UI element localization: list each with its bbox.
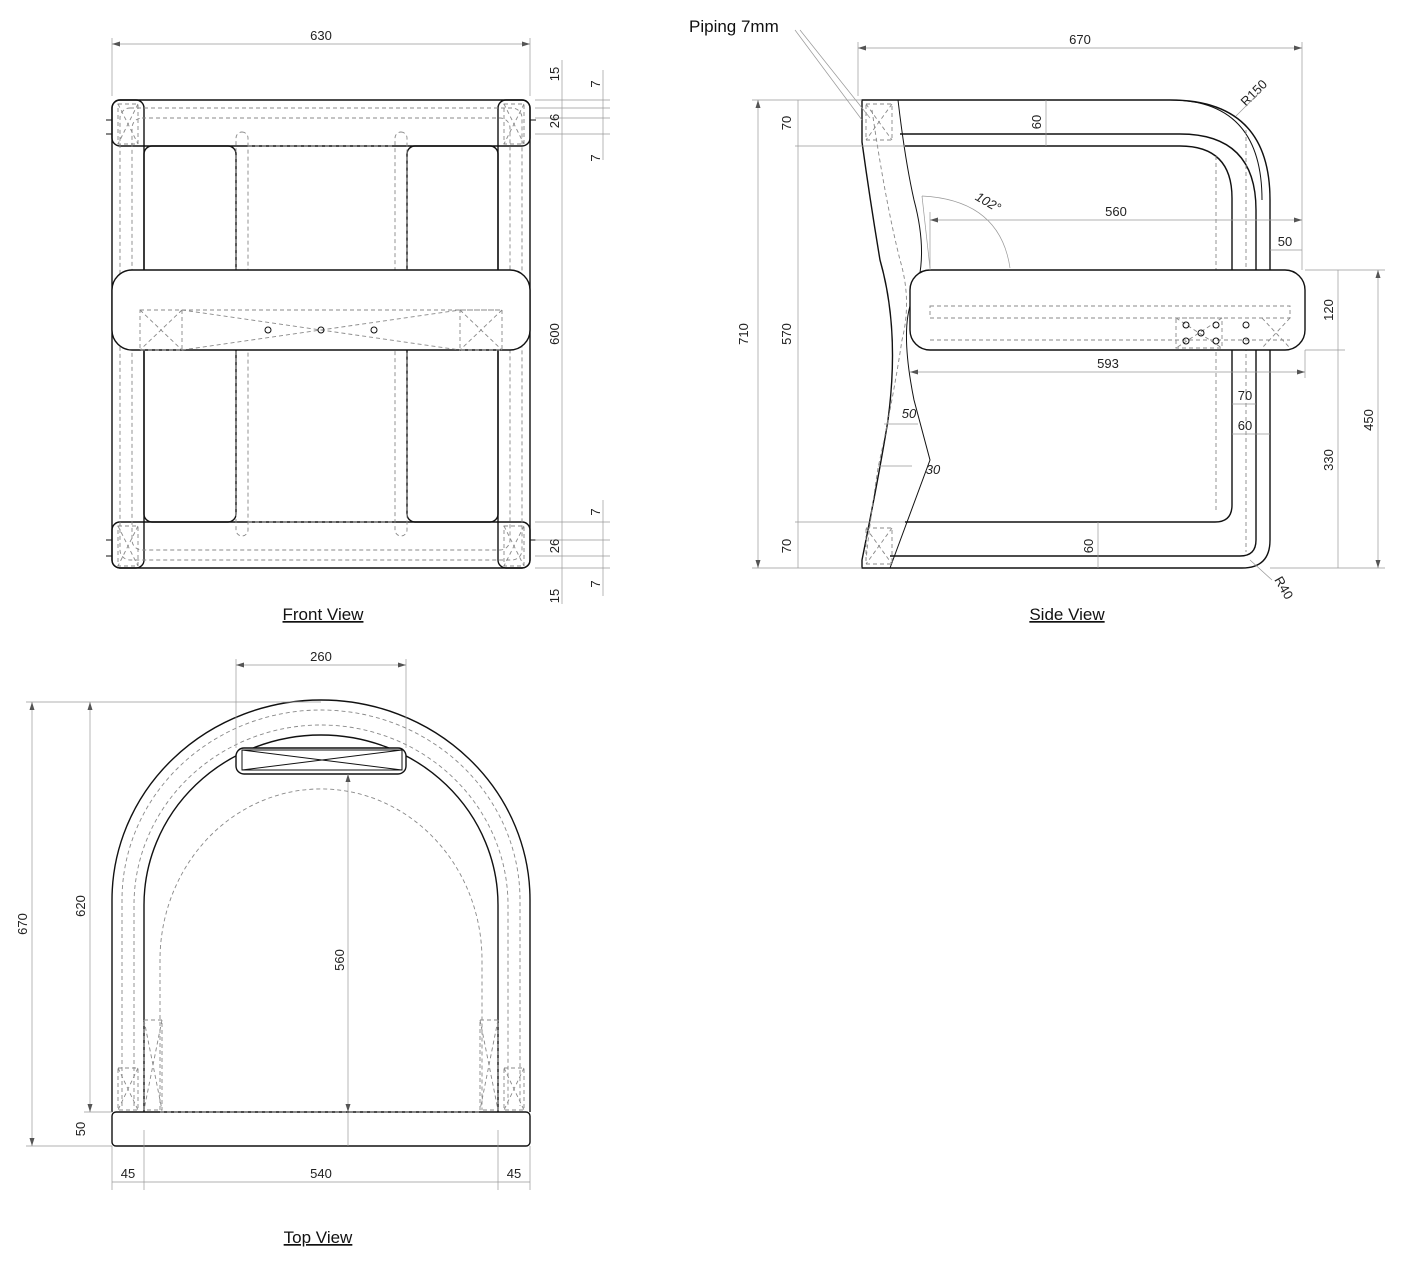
front-bot-7b: 7 [588,580,603,587]
front-bot-26: 26 [547,539,562,553]
side-leg-60: 60 [1238,418,1252,433]
top-front-50: 50 [73,1122,88,1136]
front-view-title: Front View [283,605,365,624]
front-bot-7a: 7 [588,508,603,515]
side-lower-70: 70 [779,539,794,553]
side-upper-70: 70 [779,116,794,130]
side-leg-70: 70 [1238,388,1252,403]
top-left-45: 45 [121,1166,135,1181]
side-thick-50: 50 [902,406,917,421]
front-view: 630 15 7 26 7 600 7 26 7 15 Front View [106,28,610,624]
side-angle: 102° [973,189,1004,215]
side-top-rail-60: 60 [1029,115,1044,129]
side-depth-670: 670 [1069,32,1091,47]
top-view-title: Top View [284,1228,353,1247]
front-top-7b: 7 [588,154,603,161]
side-seat-thick-120: 120 [1321,299,1336,321]
side-seat-depth-593: 593 [1097,356,1119,371]
front-top-7a: 7 [588,80,603,87]
front-top-26: 26 [547,114,562,128]
top-right-45: 45 [507,1166,521,1181]
side-bottom-rail-60: 60 [1081,539,1096,553]
side-thick-30: 30 [926,462,941,477]
side-piping-note: Piping 7mm [689,17,779,36]
side-seat-h-330: 330 [1321,449,1336,471]
front-bot-15: 15 [547,589,562,603]
side-total-710: 710 [736,323,751,345]
top-mid-540: 540 [310,1166,332,1181]
front-width-dim: 630 [310,28,332,43]
side-radius-top: R150 [1238,77,1271,110]
front-height-600: 600 [547,323,562,345]
top-view: 260 670 620 50 560 45 540 45 Top View [15,649,531,1247]
side-total-450: 450 [1361,409,1376,431]
side-view-title: Side View [1029,605,1105,624]
side-mid-570: 570 [779,323,794,345]
side-radius-bot: R40 [1271,574,1296,602]
top-depth-670: 670 [15,913,30,935]
side-seat-inner-560: 560 [1105,204,1127,219]
top-back-width-260: 260 [310,649,332,664]
side-back-offset-50: 50 [1278,234,1292,249]
side-view: Piping 7mm 670 R150 60 102° 560 50 120 [689,17,1385,624]
top-depth-620: 620 [73,895,88,917]
top-inner-560: 560 [332,949,347,971]
front-top-15: 15 [547,67,562,81]
